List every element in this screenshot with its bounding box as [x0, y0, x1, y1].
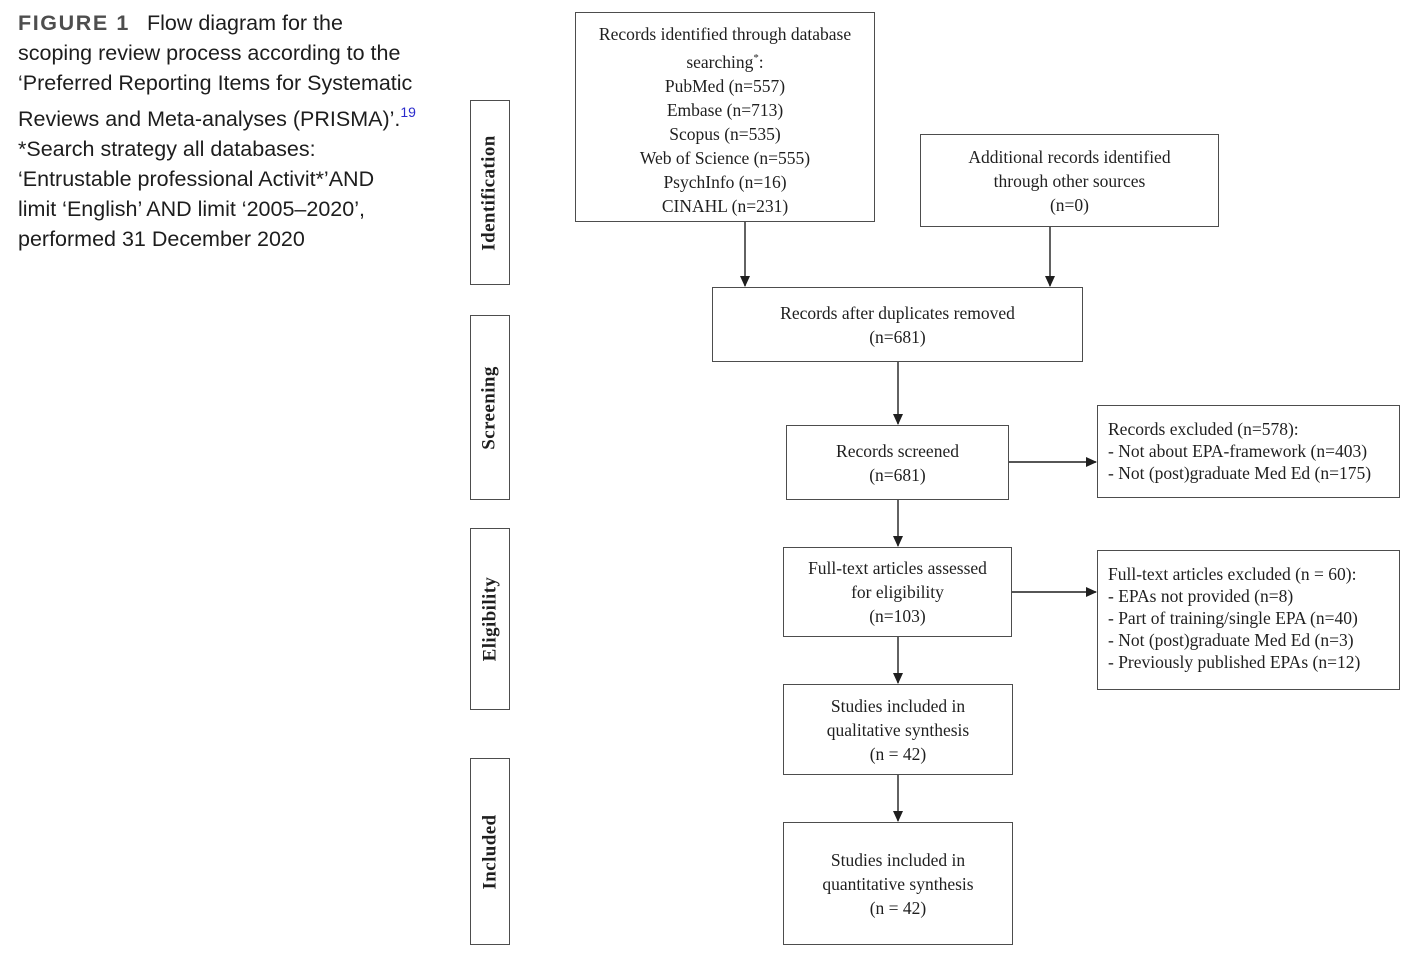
box-text-line: (n=681)	[869, 464, 926, 485]
caption-line: limit ‘English’ AND limit ‘2005–2020’,	[18, 194, 458, 224]
database-count-line: Web of Science (n=555)	[639, 147, 811, 168]
caption-line: scoping review process according to the	[18, 38, 458, 68]
box-text-line: Full-text articles assessed	[808, 558, 987, 578]
database-count-line: Scopus (n=535)	[669, 123, 781, 144]
stage-label-text: Eligibility	[479, 576, 501, 662]
caption-text: scoping review process according to the	[18, 41, 401, 65]
box-text-line: through other sources	[993, 170, 1146, 191]
box-text-line: (n=0)	[1049, 194, 1090, 215]
caption-footnote-text: performed 31 December 2020	[18, 227, 305, 252]
caption-footnote-text: ‘Entrustable professional Activit*’AND	[18, 167, 375, 192]
database-count-line: PsychInfo (n=16)	[663, 171, 787, 192]
exclusion-reason: - Not about EPA-framework (n=403)	[1108, 441, 1368, 461]
stage-label-text: Identification	[479, 134, 501, 251]
box-duplicates-removed: Records after duplicates removed (n=681)	[712, 287, 1083, 362]
box-qualitative-synthesis: Studies included in qualitative synthesi…	[783, 684, 1013, 775]
caption-text: Flow diagram for the	[146, 11, 343, 35]
database-count-line: PubMed (n=557)	[664, 75, 786, 96]
box-text-line: (n=103)	[869, 606, 926, 626]
box-text-line: (n = 42)	[869, 897, 927, 918]
box-text-line: Studies included in	[830, 849, 966, 870]
caption-footnote-text: limit ‘English’ AND limit ‘2005–2020’,	[18, 197, 365, 222]
database-count-line: CINAHL (n=231)	[661, 195, 789, 216]
exclusion-reason: - Not (post)graduate Med Ed (n=3)	[1108, 630, 1354, 650]
exclusion-reason: - Not (post)graduate Med Ed (n=175)	[1108, 463, 1372, 483]
box-text-line: for eligibility	[851, 582, 944, 602]
caption-line: *Search strategy all databases:	[18, 134, 458, 164]
database-count-line: Embase (n=713)	[666, 99, 784, 120]
figure-caption: FIGURE 1 Flow diagram for the scoping rev…	[18, 8, 458, 254]
box-text-line: Full-text articles excluded (n = 60):	[1108, 564, 1357, 584]
caption-line: ‘Preferred Reporting Items for Systemati…	[18, 68, 458, 98]
box-fulltext-excluded: Full-text articles excluded (n = 60): - …	[1097, 550, 1400, 690]
box-records-identified: Records identified through database sear…	[575, 12, 875, 222]
exclusion-reason: - Previously published EPAs (n=12)	[1108, 652, 1361, 672]
stage-label-text: Screening	[479, 365, 500, 450]
caption-footnote-text: *Search strategy all databases:	[18, 137, 316, 162]
box-additional-records: Additional records identified through ot…	[920, 134, 1219, 227]
footnote-asterisk: *	[753, 52, 759, 64]
box-text-line: Records identified through database	[598, 24, 852, 44]
reference-link[interactable]: 19	[400, 104, 416, 120]
caption-line: FIGURE 1 Flow diagram for the	[18, 8, 458, 38]
box-fulltext-assessed: Full-text articles assessed for eligibil…	[783, 547, 1012, 637]
box-records-excluded: Records excluded (n=578): - Not about EP…	[1097, 405, 1400, 498]
box-text-line: qualitative synthesis	[826, 719, 970, 740]
box-text-line: Records screened	[836, 440, 959, 461]
box-quantitative-synthesis: Studies included in quantitative synthes…	[783, 822, 1013, 945]
stage-label-eligibility: Eligibility	[470, 528, 510, 710]
caption-text: Reviews and Meta-analyses (PRISMA)’.	[18, 107, 401, 132]
caption-line: ‘Entrustable professional Activit*’AND	[18, 164, 458, 194]
stage-label-identification: Identification	[470, 100, 510, 285]
box-text-line: quantitative synthesis	[822, 873, 974, 894]
stage-label-included: Included	[470, 758, 510, 945]
box-text-line: Records excluded (n=578):	[1108, 419, 1299, 439]
exclusion-reason: - Part of training/single EPA (n=40)	[1108, 608, 1358, 628]
caption-line: Reviews and Meta-analyses (PRISMA)’.19	[18, 98, 458, 134]
box-text-line: searching*:	[576, 46, 874, 74]
box-records-screened: Records screened (n=681)	[786, 425, 1009, 500]
caption-text: ‘Preferred Reporting Items for Systemati…	[18, 71, 413, 95]
box-text: searching	[686, 51, 754, 72]
box-text-line: Additional records identified	[968, 146, 1171, 167]
box-text-line: (n=681)	[869, 326, 926, 347]
exclusion-reason: - EPAs not provided (n=8)	[1108, 586, 1294, 606]
caption-line: performed 31 December 2020	[18, 224, 458, 254]
stage-label-text: Included	[479, 813, 501, 890]
box-text: :	[758, 51, 764, 72]
box-text-line: Studies included in	[830, 695, 966, 716]
stage-label-screening: Screening	[470, 315, 510, 500]
box-text-line: Records after duplicates removed	[780, 302, 1015, 323]
box-text-line: (n = 42)	[869, 743, 927, 764]
figure-number-label: FIGURE 1	[18, 11, 130, 35]
